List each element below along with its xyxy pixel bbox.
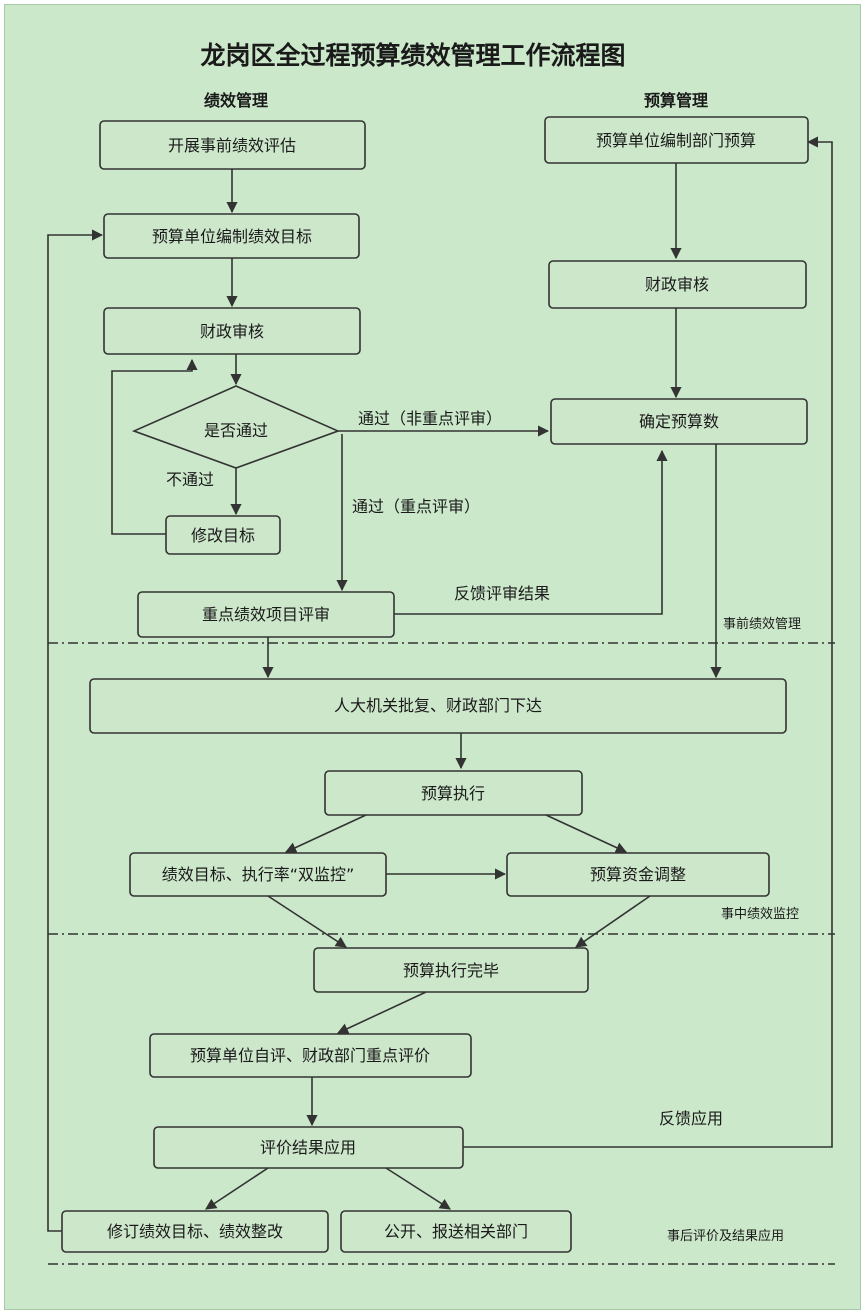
node-self-evaluation-label: 预算单位自评、财政部门重点评价: [190, 1046, 430, 1065]
edge-done-to-eval: [336, 991, 427, 1034]
node-finance-review-right-label: 财政审核: [645, 275, 709, 294]
node-revise-goals-label: 修改目标: [191, 526, 255, 545]
node-dual-monitor-label: 绩效目标、执行率“双监控”: [162, 865, 355, 884]
edge-feedback-result: [394, 449, 668, 615]
node-pass-decision: [131, 385, 341, 469]
node-confirm-budget: [550, 398, 808, 445]
node-execution-done-label: 预算执行完毕: [403, 961, 499, 980]
node-result-application-label: 评价结果应用: [260, 1138, 356, 1157]
stage-label-pre: 事前绩效管理: [723, 616, 801, 632]
stage-label-mid: 事中绩效监控: [721, 907, 799, 922]
heading-performance: 绩效管理: [204, 91, 268, 110]
node-self-evaluation: [149, 1033, 472, 1078]
edge-apply-to-revise: [205, 1167, 269, 1210]
node-fund-adjust-label: 预算资金调整: [590, 865, 686, 884]
edge-monitor-to-done: [267, 895, 347, 948]
node-finance-review-left: [103, 307, 361, 355]
node-npc-approval-label: 人大机关批复、财政部门下达: [334, 696, 542, 715]
edge-label-pass-key: 通过（重点评审）: [352, 497, 480, 516]
node-confirm-budget-label: 确定预算数: [639, 412, 719, 431]
edge-execution-to-adjust: [545, 814, 628, 853]
node-key-review-label: 重点绩效项目评审: [202, 605, 330, 624]
edge-revise-to-goals: [47, 229, 104, 1232]
edge-label-pass-non-key: 通过（非重点评审）: [358, 409, 502, 428]
node-npc-approval: [89, 678, 787, 734]
node-budget-execution-label: 预算执行: [421, 784, 485, 803]
node-budget-execution: [324, 770, 583, 816]
node-unit-goals-label: 预算单位编制绩效目标: [152, 227, 312, 246]
page-title: 龙岗区全过程预算绩效管理工作流程图: [200, 41, 625, 70]
edge-revise-loop: [111, 358, 198, 535]
edge-adjust-to-done: [575, 895, 651, 948]
node-revise-goals: [165, 515, 281, 555]
heading-budget: 预算管理: [644, 91, 708, 110]
node-fund-adjust: [506, 852, 770, 897]
edge-apply-to-publish: [385, 1167, 451, 1210]
flow-lines: [47, 136, 833, 1232]
node-revise-rectify-label: 修订绩效目标、绩效整改: [107, 1222, 283, 1241]
edge-label-feedback-result: 反馈评审结果: [454, 584, 550, 603]
node-pass-decision-label: 是否通过: [204, 421, 268, 440]
node-pre-assessment: [99, 120, 366, 170]
edge-label-feedback-apply: 反馈应用: [659, 1109, 723, 1128]
edge-feedback-apply: [463, 136, 833, 1148]
edge-execution-to-monitor: [284, 814, 367, 853]
node-finance-review-left-label: 财政审核: [200, 322, 264, 341]
node-unit-goals: [103, 213, 360, 259]
node-finance-review-right: [548, 260, 807, 309]
node-execution-done: [313, 947, 589, 993]
node-result-application: [153, 1126, 464, 1169]
node-publish-report-label: 公开、报送相关部门: [384, 1222, 528, 1241]
node-key-review: [137, 591, 395, 638]
node-unit-budget: [544, 116, 809, 164]
node-publish-report: [340, 1210, 572, 1253]
edge-label-not-pass: 不通过: [166, 470, 214, 489]
node-revise-rectify: [61, 1210, 329, 1253]
node-dual-monitor: [129, 852, 387, 897]
node-pre-assessment-label: 开展事前绩效评估: [168, 136, 296, 155]
node-unit-budget-label: 预算单位编制部门预算: [596, 131, 756, 150]
stage-label-post: 事后评价及结果应用: [667, 1228, 784, 1244]
